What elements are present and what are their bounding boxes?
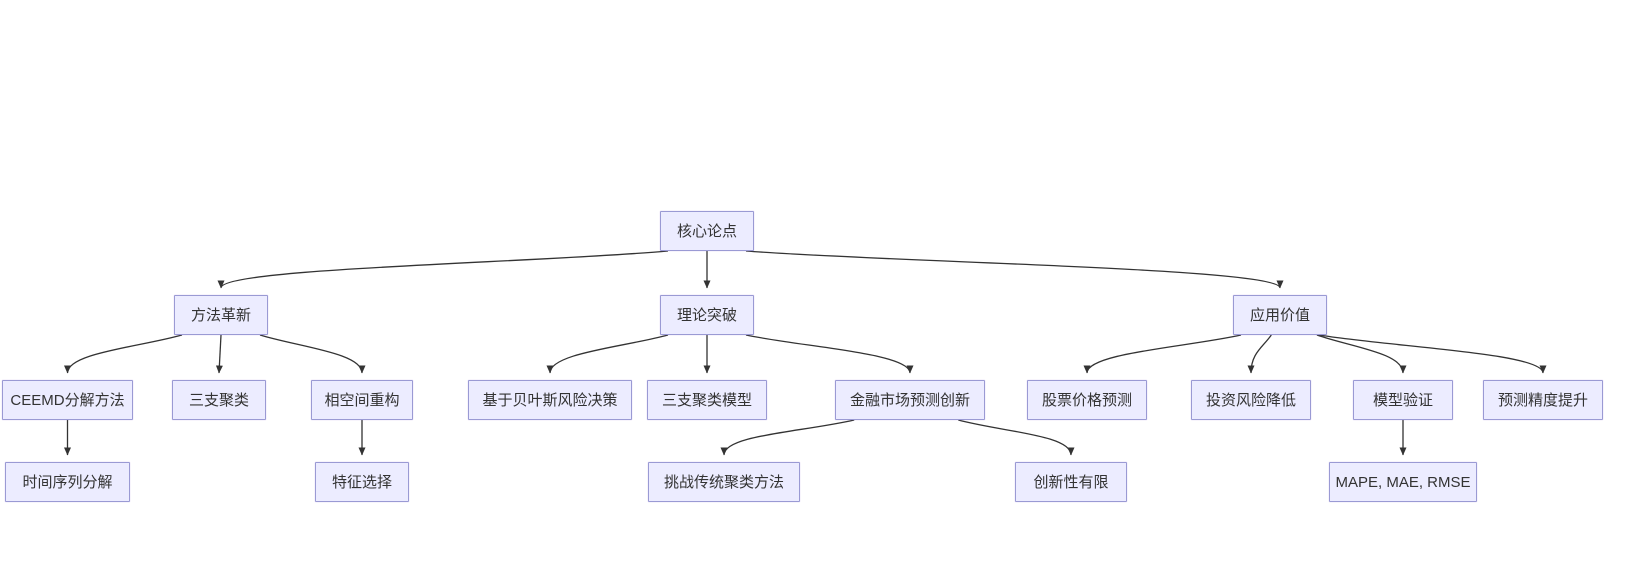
edge-value-precision [1318, 334, 1547, 374]
node-label: 核心论点 [676, 222, 737, 240]
node-ceemd: CEEMD分解方法 [2, 380, 133, 420]
node-label: 投资风险降低 [1205, 391, 1296, 409]
node-three: 三支聚类 [172, 380, 266, 420]
edge-finance-limited [958, 419, 1075, 456]
node-label: 应用价值 [1249, 306, 1310, 324]
node-label: 三支聚类 [188, 391, 249, 409]
edge-core-method [217, 250, 669, 289]
node-label: 股票价格预测 [1041, 391, 1132, 409]
node-label: 特征选择 [331, 473, 392, 491]
edge-finance-challenge [720, 419, 855, 456]
node-precision: 预测精度提升 [1483, 380, 1603, 420]
node-stock: 股票价格预测 [1027, 380, 1147, 420]
node-label: 时间序列分解 [22, 473, 113, 491]
node-risk: 投资风险降低 [1191, 380, 1311, 420]
node-modelval: 模型验证 [1353, 380, 1453, 420]
node-method: 方法革新 [174, 295, 268, 335]
node-threemodel: 三支聚类模型 [647, 380, 767, 420]
node-label: 相空间重构 [324, 391, 400, 409]
node-core: 核心论点 [660, 211, 754, 251]
node-bayes: 基于贝叶斯风险决策 [468, 380, 632, 420]
edge-value-modelval [1316, 334, 1407, 374]
node-label: 模型验证 [1372, 391, 1433, 409]
node-phase: 相空间重构 [311, 380, 413, 420]
edge-core-value [745, 250, 1284, 289]
node-label: MAPE, MAE, RMSE [1335, 473, 1471, 491]
edge-method-ceemd [64, 334, 183, 374]
node-label: 方法革新 [190, 306, 251, 324]
node-timeseries: 时间序列分解 [5, 462, 130, 502]
node-challenge: 挑战传统聚类方法 [648, 462, 800, 502]
node-limited: 创新性有限 [1015, 462, 1127, 502]
node-label: 挑战传统聚类方法 [663, 473, 784, 491]
node-label: 金融市场预测创新 [849, 391, 970, 409]
edge-method-phase [259, 334, 366, 374]
node-theory: 理论突破 [660, 295, 754, 335]
node-metrics: MAPE, MAE, RMSE [1329, 462, 1477, 502]
node-value: 应用价值 [1233, 295, 1327, 335]
node-feature: 特征选择 [315, 462, 409, 502]
node-label: 创新性有限 [1033, 473, 1109, 491]
node-label: CEEMD分解方法 [10, 391, 125, 409]
node-label: 预测精度提升 [1497, 391, 1588, 409]
edge-theory-bayes [546, 334, 669, 374]
edge-value-risk [1247, 334, 1272, 374]
node-label: 三支聚类模型 [661, 391, 752, 409]
edge-method-three [215, 334, 223, 374]
node-label: 基于贝叶斯风险决策 [482, 391, 618, 409]
edge-theory-finance [745, 334, 914, 374]
node-finance: 金融市场预测创新 [835, 380, 985, 420]
node-label: 理论突破 [676, 306, 737, 324]
edge-value-stock [1083, 334, 1242, 374]
